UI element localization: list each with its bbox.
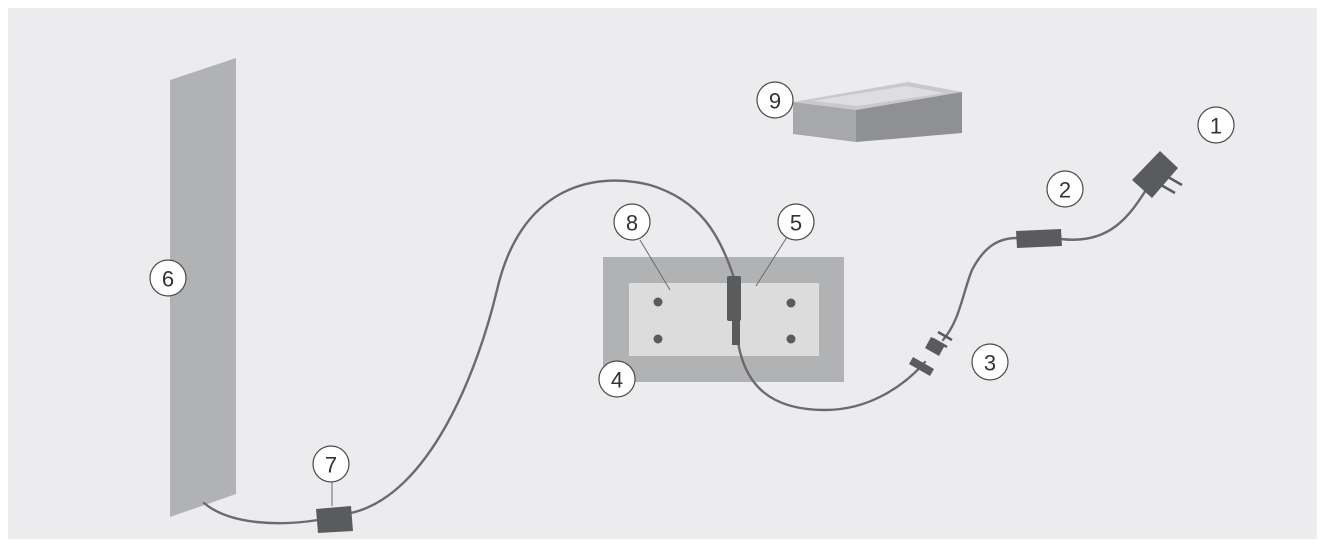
svg-text:4: 4: [611, 368, 623, 393]
screw-hole: [653, 297, 663, 307]
svg-text:9: 9: [769, 89, 781, 114]
plug-connection: [909, 330, 953, 376]
inline-module: [1016, 229, 1062, 248]
wall-panel: [170, 58, 236, 517]
svg-text:3: 3: [984, 351, 996, 376]
callout-5: 5: [777, 203, 815, 241]
svg-text:6: 6: [162, 267, 174, 292]
plate-connector: [727, 276, 741, 321]
callout-9: 9: [756, 81, 794, 119]
callout-2: 2: [1046, 170, 1084, 208]
leader-line-8: [639, 239, 671, 291]
cable-plug-to-adapter: [941, 188, 1148, 342]
box-component: [793, 82, 962, 142]
svg-text:2: 2: [1059, 178, 1071, 203]
svg-text:1: 1: [1210, 114, 1222, 139]
svg-text:5: 5: [790, 211, 802, 236]
mounting-plate: [603, 257, 844, 382]
callout-6: 6: [149, 259, 187, 297]
screw-hole: [786, 334, 796, 344]
svg-text:8: 8: [626, 211, 638, 236]
callout-4: 4: [598, 360, 636, 398]
callout-1: 1: [1197, 106, 1235, 144]
cable-panel-to-plate: [202, 179, 736, 525]
leader-line-5: [755, 236, 788, 287]
cable-plate-to-plug: [736, 340, 927, 412]
screw-hole: [653, 334, 663, 344]
plate-connector-tail: [732, 320, 740, 345]
inline-connector: [316, 506, 353, 533]
power-adapter: [1132, 151, 1183, 198]
callout-8: 8: [613, 203, 651, 241]
plate-inner-panel: [629, 283, 819, 356]
callout-7: 7: [312, 445, 350, 483]
callout-3: 3: [971, 343, 1009, 381]
svg-text:7: 7: [325, 453, 337, 478]
screw-hole: [786, 298, 796, 308]
